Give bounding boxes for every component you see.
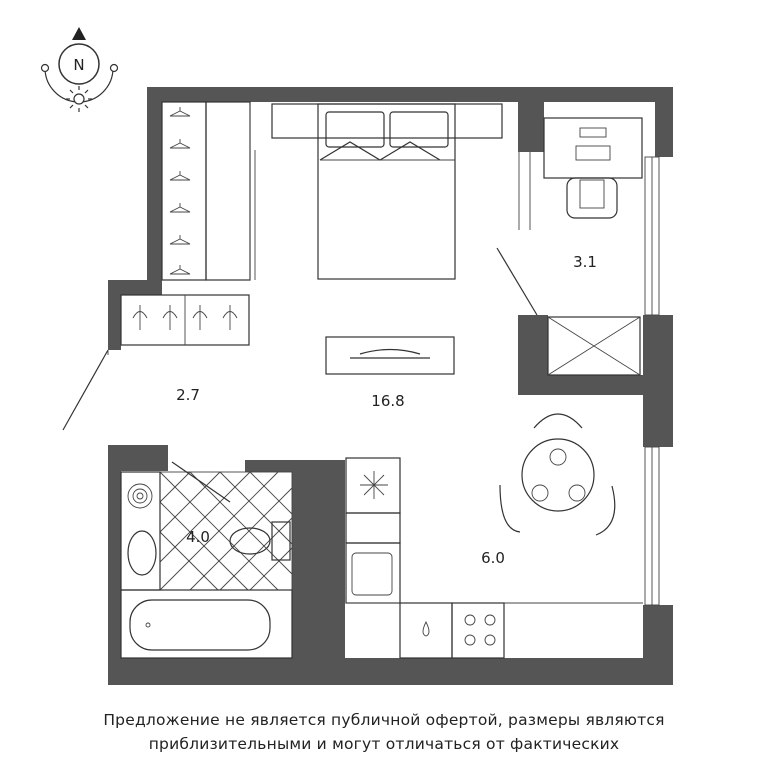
floor-tile-pattern (159, 471, 293, 591)
compass-arc-dot-right (109, 63, 119, 73)
compass: N (40, 27, 119, 112)
compass-letter: N (73, 56, 84, 74)
water-drop-icon (422, 620, 430, 637)
hanger-icon-group (132, 305, 238, 330)
disclaimer-line-1: Предложение не является публичной оферто… (103, 711, 665, 729)
bathtub-icon (120, 589, 293, 659)
bed (271, 103, 503, 280)
washer-icon (127, 483, 153, 509)
stove-icon (464, 614, 496, 646)
hanger-icon-group (169, 107, 191, 275)
room-area-balcony: 3.1 (573, 253, 597, 271)
wardrobe (161, 101, 256, 281)
dining-table (499, 413, 616, 536)
snowflake-icon (360, 471, 388, 499)
north-arrow-icon (72, 27, 86, 40)
sun-icon (66, 86, 92, 112)
workspace (518, 117, 643, 376)
hallway-closet (120, 294, 250, 346)
room-area-living: 16.8 (371, 392, 404, 410)
kitchen (345, 457, 643, 659)
compass-arc-dot-left (40, 63, 50, 73)
compass-circle (58, 43, 100, 85)
tv-console (325, 336, 455, 375)
room-area-kitchen: 6.0 (481, 549, 505, 567)
room-area-hallway: 2.7 (176, 386, 200, 404)
balcony-door (496, 247, 538, 316)
walls (108, 87, 673, 685)
sink-icon (127, 530, 157, 576)
entrance-door (62, 349, 109, 431)
room-labels: 2.7 16.8 3.1 4.0 6.0 (176, 253, 597, 567)
room-area-bathroom: 4.0 (186, 528, 210, 546)
bathroom (120, 461, 293, 659)
disclaimer-line-2: приблизительными и могут отличаться от ф… (148, 735, 620, 753)
windows (644, 156, 660, 606)
toilet-icon (229, 521, 291, 561)
